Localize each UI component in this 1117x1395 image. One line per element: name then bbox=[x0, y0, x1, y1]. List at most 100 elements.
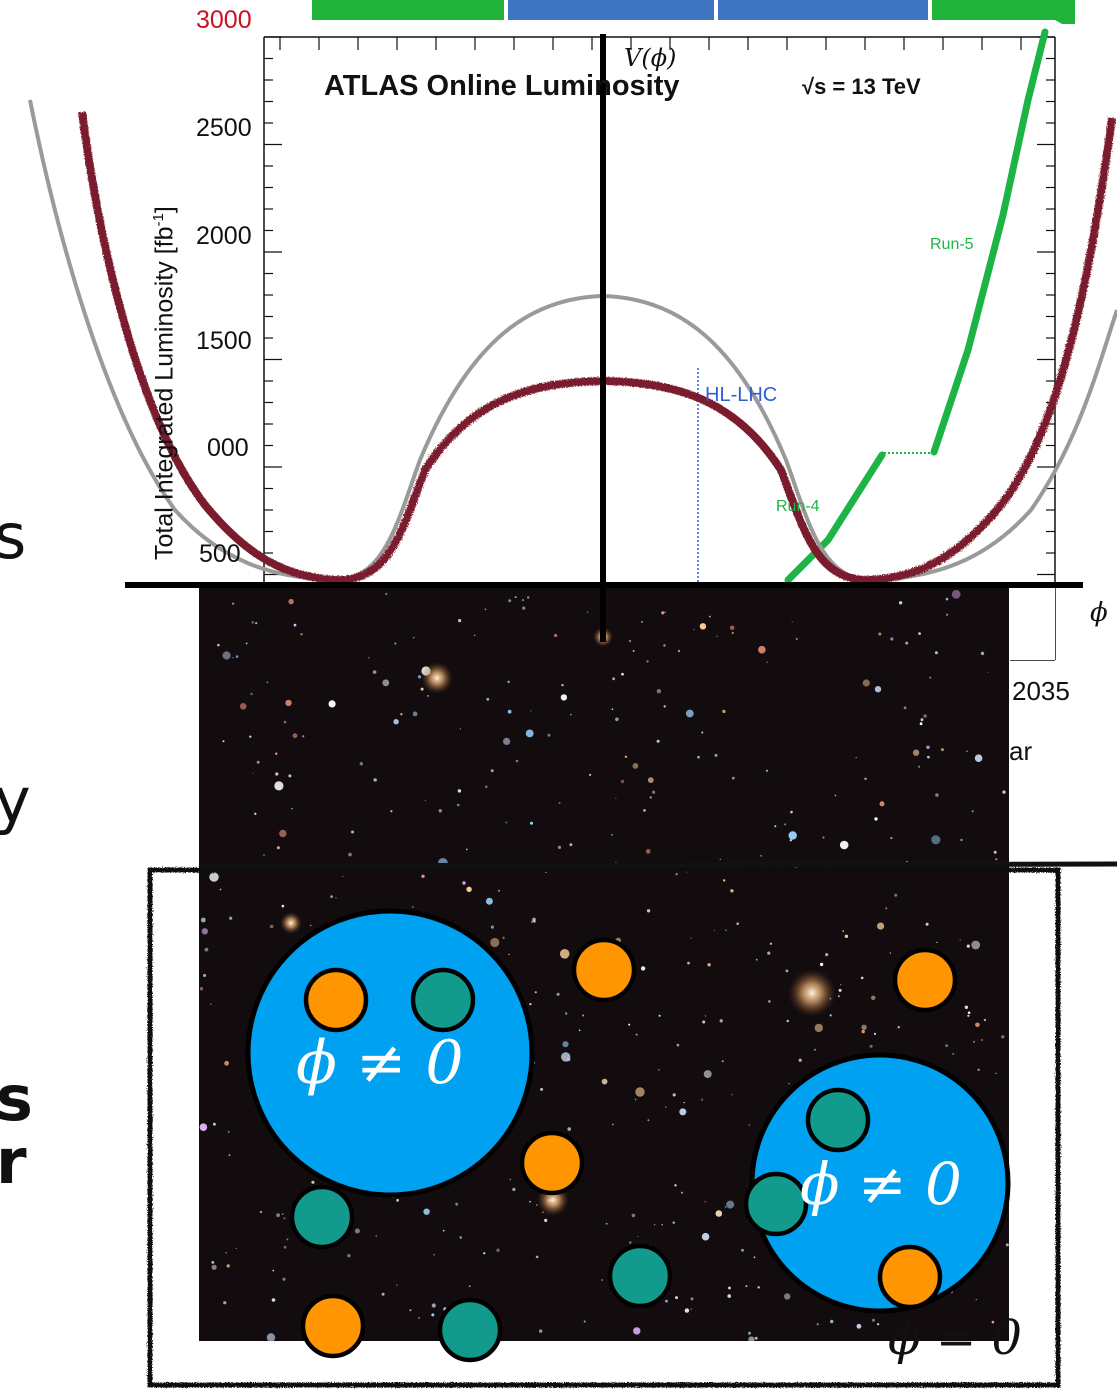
star bbox=[919, 722, 923, 726]
star bbox=[788, 1082, 790, 1085]
star bbox=[204, 947, 209, 952]
star bbox=[929, 676, 932, 679]
star bbox=[224, 1060, 230, 1066]
star bbox=[940, 748, 944, 752]
particle-teal bbox=[437, 1297, 503, 1363]
left-edge-fragment: y bbox=[0, 764, 31, 837]
star bbox=[980, 651, 985, 656]
star bbox=[611, 708, 614, 710]
star bbox=[255, 622, 258, 625]
star bbox=[281, 904, 285, 908]
star bbox=[354, 1228, 360, 1234]
star bbox=[987, 671, 989, 673]
star bbox=[879, 801, 885, 807]
star bbox=[462, 881, 466, 885]
star bbox=[635, 1087, 645, 1097]
star bbox=[508, 953, 510, 956]
star bbox=[632, 763, 639, 769]
star bbox=[641, 621, 643, 623]
star bbox=[394, 642, 397, 645]
star bbox=[561, 683, 564, 687]
star bbox=[544, 1218, 548, 1222]
star bbox=[302, 735, 305, 738]
star bbox=[731, 1094, 733, 1096]
star bbox=[485, 897, 493, 905]
star bbox=[685, 709, 694, 718]
bright-galaxy bbox=[421, 662, 453, 694]
star bbox=[457, 789, 462, 793]
y-tick-label: 1500 bbox=[196, 327, 252, 355]
star bbox=[423, 1208, 430, 1215]
star bbox=[274, 781, 284, 791]
y-axis-ticks bbox=[264, 36, 282, 576]
star bbox=[983, 1018, 987, 1022]
star bbox=[661, 1223, 664, 1226]
star bbox=[558, 801, 561, 804]
star bbox=[701, 731, 704, 734]
run4-label: Run-4 bbox=[776, 498, 820, 515]
star bbox=[926, 745, 930, 749]
top-axis-ticks bbox=[279, 37, 1022, 50]
star bbox=[861, 1029, 865, 1034]
star bbox=[748, 1331, 751, 1335]
star bbox=[199, 987, 204, 991]
star bbox=[417, 675, 422, 679]
star bbox=[786, 1019, 789, 1023]
plot-title: ATLAS Online Luminosity bbox=[324, 70, 680, 102]
star bbox=[798, 1058, 802, 1062]
star bbox=[672, 1093, 676, 1097]
star bbox=[420, 687, 424, 691]
star bbox=[582, 1014, 585, 1017]
star bbox=[413, 637, 415, 639]
star bbox=[628, 1023, 631, 1026]
star bbox=[704, 1200, 706, 1203]
star bbox=[878, 632, 882, 636]
star bbox=[719, 1019, 723, 1023]
star bbox=[556, 992, 560, 996]
star bbox=[507, 680, 510, 684]
star bbox=[730, 889, 734, 893]
right-axis-ticks bbox=[1037, 36, 1055, 640]
star bbox=[535, 1255, 539, 1259]
star bbox=[788, 831, 797, 840]
star bbox=[624, 755, 628, 758]
star bbox=[412, 711, 418, 717]
star bbox=[335, 897, 337, 899]
star bbox=[426, 694, 429, 697]
star bbox=[687, 961, 690, 965]
star bbox=[466, 886, 472, 892]
star bbox=[275, 752, 278, 755]
star bbox=[690, 1308, 692, 1310]
star bbox=[601, 1078, 608, 1085]
star bbox=[561, 1052, 571, 1062]
star bbox=[484, 608, 487, 611]
star bbox=[521, 598, 525, 602]
star bbox=[266, 1333, 276, 1342]
star bbox=[525, 729, 534, 738]
star bbox=[714, 753, 718, 757]
star bbox=[227, 1130, 230, 1133]
star bbox=[283, 720, 287, 724]
star bbox=[505, 821, 508, 824]
star bbox=[536, 1204, 538, 1206]
star bbox=[897, 1026, 900, 1029]
star bbox=[373, 778, 377, 782]
star bbox=[509, 1178, 511, 1181]
star bbox=[946, 613, 949, 616]
bright-galaxy bbox=[788, 969, 836, 1017]
star bbox=[967, 1011, 971, 1014]
star bbox=[977, 1068, 980, 1072]
star bbox=[838, 988, 842, 992]
star bbox=[271, 1298, 276, 1302]
banner-segment-green-left bbox=[312, 0, 504, 20]
star bbox=[873, 1032, 877, 1035]
star bbox=[920, 718, 924, 722]
star bbox=[372, 670, 377, 674]
star bbox=[690, 937, 692, 939]
star bbox=[251, 621, 254, 624]
star bbox=[507, 709, 512, 714]
star bbox=[903, 706, 907, 710]
star bbox=[562, 1041, 569, 1048]
star bbox=[529, 1003, 532, 1006]
star bbox=[975, 1022, 980, 1028]
